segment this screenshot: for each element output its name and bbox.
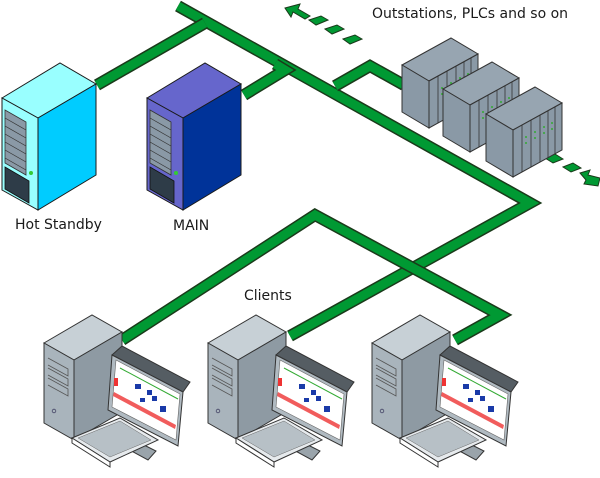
wire-main <box>240 58 297 101</box>
arrow-left-icon <box>284 3 311 20</box>
trunk-main <box>175 0 543 342</box>
hot-standby-server[interactable] <box>1 62 97 211</box>
outstations-label: Outstations, PLCs and so on <box>372 6 569 22</box>
wire-hot-standby <box>94 17 208 91</box>
vent-grille <box>4 166 30 204</box>
plc-rack-3[interactable] <box>484 86 564 178</box>
power-led-icon <box>174 171 178 175</box>
clients-label: Clients <box>244 288 292 304</box>
main-label: MAIN <box>173 218 210 234</box>
vent-grille <box>149 166 175 204</box>
arrow-right-icon <box>579 169 600 187</box>
wire-plc <box>332 59 407 92</box>
main-server[interactable] <box>146 62 242 211</box>
wire-clients <box>118 208 513 346</box>
client-2[interactable] <box>207 314 355 468</box>
outstation-link-left <box>284 3 364 45</box>
client-1[interactable] <box>43 314 191 468</box>
power-led-icon <box>29 171 33 175</box>
hot-standby-label: Hot Standby <box>15 217 102 233</box>
client-3[interactable] <box>371 314 519 468</box>
